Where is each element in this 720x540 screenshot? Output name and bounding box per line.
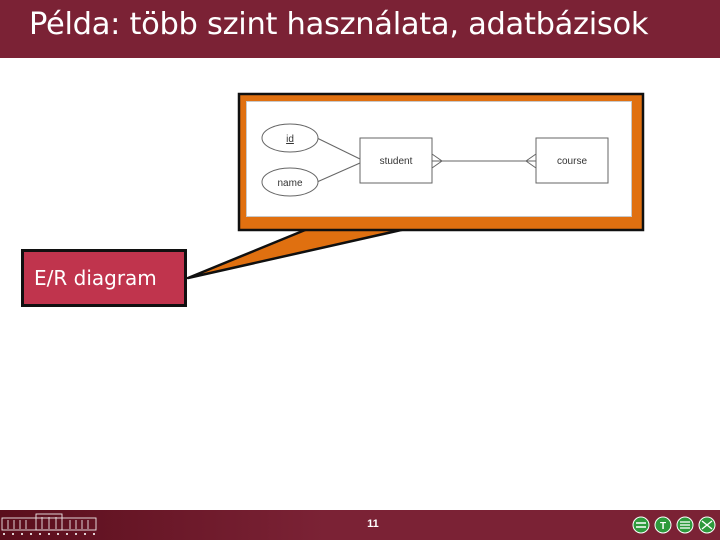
entity-box-student [359,137,433,184]
entity-label-course: course [557,156,587,167]
attribute-label-name: name [277,178,302,189]
page-number: 11 [367,518,379,530]
er-diagram-label-box: E/R diagram [21,249,187,307]
attribute-label-id: id [286,134,294,145]
er-diagram-label: E/R diagram [34,266,157,290]
er-diagram-screenshot: id name student course [246,101,632,217]
entity-box-course [535,137,609,184]
footer-nav-icons: T [632,516,716,534]
attr-link-id [316,137,361,160]
university-building-logo [1,513,97,535]
svg-text:T: T [660,521,666,532]
many-marker-student [431,153,443,169]
slide-title: Példa: több szint használata, adatbáziso… [29,7,649,42]
list-icon[interactable] [676,516,694,534]
teacher-icon[interactable]: T [654,516,672,534]
entity-label-student: student [380,156,413,167]
er-diagram: id name student course [261,123,609,197]
back-icon[interactable] [632,516,650,534]
title-bar: Példa: több szint használata, adatbáziso… [0,0,720,58]
footer-bar: 11 [0,510,720,540]
attribute-oval-id [261,123,319,153]
tools-icon[interactable] [698,516,716,534]
attr-link-name [316,162,361,183]
many-marker-course [525,153,537,169]
attribute-oval-name [261,167,319,197]
